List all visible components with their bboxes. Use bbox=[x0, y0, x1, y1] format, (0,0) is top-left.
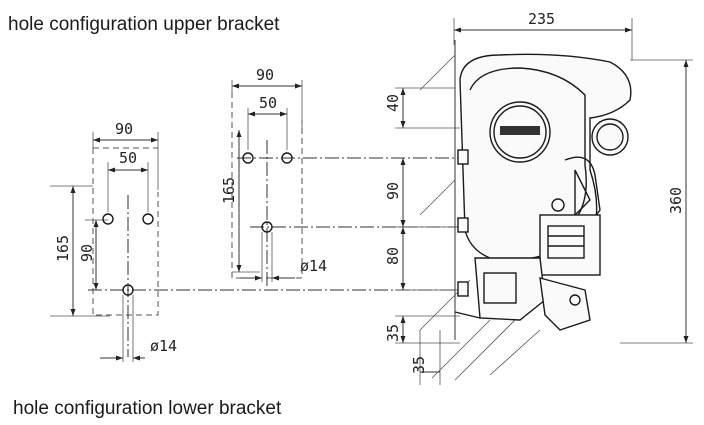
mechanism-drawing: 235 360 40 90 80 35 35 bbox=[384, 10, 693, 385]
upper-width-outer: 90 bbox=[256, 66, 274, 84]
spacing-2: 80 bbox=[384, 247, 402, 265]
lower-width-inner: 50 bbox=[119, 149, 137, 167]
spacing-1: 90 bbox=[384, 182, 402, 200]
lower-hole-3 bbox=[122, 284, 134, 296]
lower-hole-2 bbox=[142, 213, 154, 225]
upper-height-total: 165 bbox=[220, 177, 238, 204]
offset-bottom: 35 bbox=[384, 324, 402, 342]
caption-upper-bracket: hole configuration upper bracket bbox=[8, 14, 280, 35]
brand-label bbox=[500, 126, 540, 135]
offset-top: 40 bbox=[384, 94, 402, 112]
lower-hole-diameter: ø14 bbox=[150, 337, 177, 355]
overall-height: 360 bbox=[667, 187, 685, 214]
upper-bracket-drawing: 90 50 165 ø14 bbox=[220, 66, 460, 288]
upper-hole-diameter: ø14 bbox=[300, 257, 327, 275]
offset-side: 35 bbox=[410, 356, 428, 374]
lower-height-inner: 90 bbox=[78, 244, 96, 262]
lower-hole-1 bbox=[102, 213, 114, 225]
overall-width: 235 bbox=[528, 10, 555, 28]
caption-lower-bracket: hole configuration lower bracket bbox=[13, 398, 282, 419]
upper-hole-2 bbox=[281, 152, 293, 164]
upper-hole-3 bbox=[261, 221, 273, 233]
lower-width-outer: 90 bbox=[115, 120, 133, 138]
upper-width-inner: 50 bbox=[259, 94, 277, 112]
lower-height-total: 165 bbox=[54, 235, 72, 262]
lower-bracket-drawing: 90 50 165 90 ø14 bbox=[50, 120, 460, 362]
upper-hole-1 bbox=[242, 152, 254, 164]
